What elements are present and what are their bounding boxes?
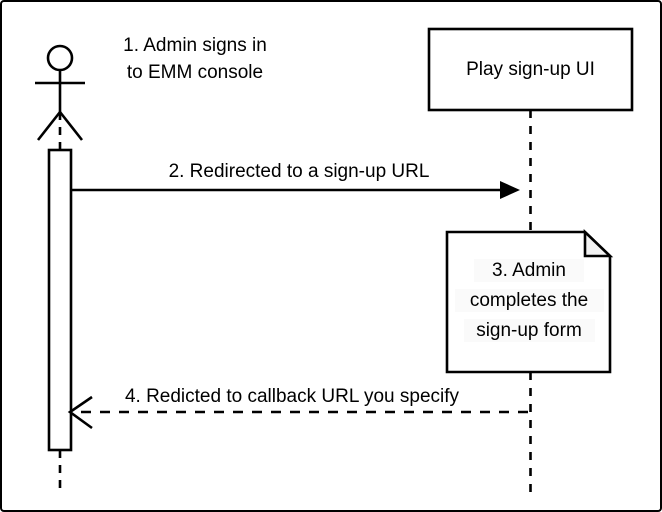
step-3-note-line3: sign-up form: [476, 320, 582, 341]
admin-activation-bar: [47, 148, 73, 452]
step-2-message-label: 2. Redirected to a sign-up URL: [169, 161, 430, 182]
step-3-note-line3-bg: [464, 319, 595, 342]
admin-actor: [35, 44, 85, 141]
step-1-annotation-line1: 1. Admin signs in: [123, 35, 267, 56]
play-sign-up-ui-box[interactable]: [427, 27, 634, 112]
actor-head-icon: [46, 44, 74, 72]
play-sign-up-ui-label: Play sign-up UI: [466, 59, 595, 80]
step-1-annotation-line2: to EMM console: [127, 62, 263, 83]
step-3-note-line2: completes the: [470, 290, 588, 311]
step-4-message-label: 4. Redicted to callback URL you specify: [125, 386, 460, 407]
actor-leg-left: [36, 111, 62, 141]
step-3-note-line2-bg: [455, 289, 604, 312]
step-3-note-line1-bg: [474, 259, 584, 282]
step-4-arrowhead-icon: [67, 395, 93, 430]
step-3-note-fold-icon: [583, 228, 614, 258]
step-3-note[interactable]: 3. Admin completes the sign-up form: [445, 228, 614, 374]
step-3-note-line1: 3. Admin: [492, 260, 566, 281]
step-2-arrowhead-icon: [500, 181, 520, 199]
actor-leg-right: [58, 111, 84, 141]
